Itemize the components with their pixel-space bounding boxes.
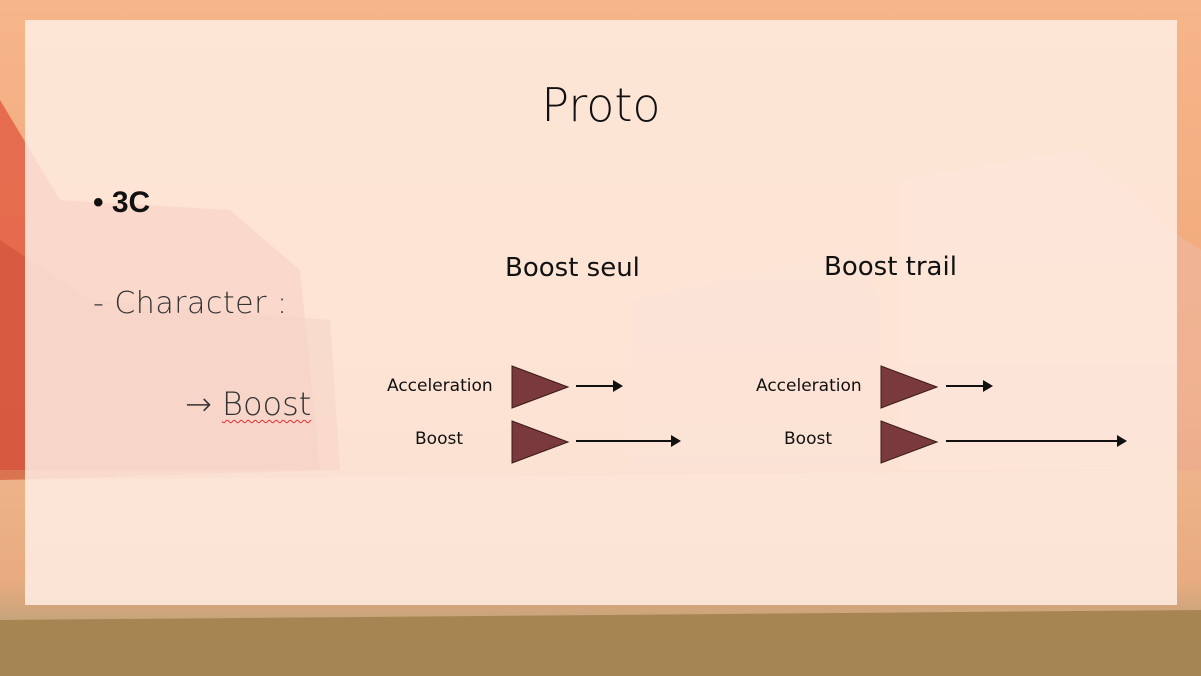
triangle-icon	[880, 365, 939, 409]
right-arrow-icon: →	[185, 385, 212, 423]
short-arrow-icon	[576, 380, 623, 392]
bullet-3c: • 3C	[93, 186, 151, 219]
triangle-icon	[511, 420, 570, 464]
heading-boost-seul: Boost seul	[505, 253, 640, 283]
triangle-icon	[511, 365, 570, 409]
boost-link[interactable]: Boost	[221, 385, 312, 423]
long-arrow-icon	[946, 435, 1127, 447]
label-acceleration-left: Acceleration	[387, 376, 493, 396]
heading-boost-trail: Boost trail	[824, 252, 957, 282]
slide: Proto • 3C - Character : → Boost Boost s…	[25, 20, 1177, 605]
label-boost-left: Boost	[415, 429, 463, 449]
label-boost-right: Boost	[784, 429, 832, 449]
triangle-icon	[880, 420, 939, 464]
character-line: - Character :	[93, 286, 288, 321]
label-acceleration-right: Acceleration	[756, 376, 862, 396]
short-arrow-icon	[946, 380, 993, 392]
long-arrow-icon	[576, 435, 681, 447]
slide-title: Proto	[541, 78, 661, 132]
boost-line: → Boost	[185, 385, 311, 423]
